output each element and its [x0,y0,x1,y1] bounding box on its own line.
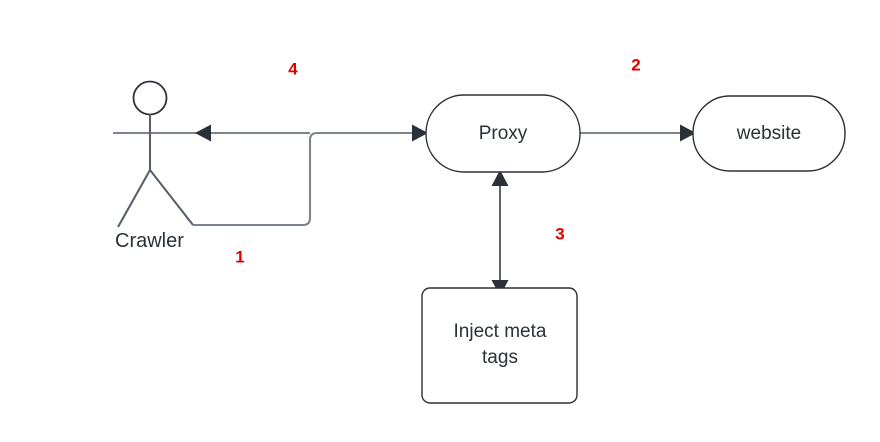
crawler-right-leg-icon [149,169,194,226]
step-number-1: 1 [235,247,244,266]
inject-meta-tags-label-line1: Inject meta [454,321,547,342]
step-number-4: 4 [288,59,298,78]
node-inject-meta-tags[interactable]: Inject meta tags [421,287,578,404]
node-website[interactable]: website [692,95,846,172]
crawler-left-leg-icon [117,169,151,228]
edge-proxy-to-crawler [113,124,310,142]
crawler-label: Crawler [115,230,184,252]
step-number-2: 2 [631,55,640,74]
inject-meta-tags-label-line2: tags [482,347,518,368]
edge-4-arrowhead [195,124,211,142]
node-proxy[interactable]: Proxy [425,94,581,173]
crawler-head-icon [132,80,168,116]
edge-3-arrowhead-up [491,170,509,186]
website-label: website [736,123,801,144]
node-crawler[interactable]: Crawler [115,80,194,253]
edge-2-arrowhead [680,124,696,142]
edge-proxy-to-inject [491,170,509,296]
proxy-shape [425,94,581,173]
edge-1-line [193,131,412,227]
proxy-label: Proxy [479,123,528,144]
step-number-3: 3 [555,224,564,243]
edge-proxy-to-website [580,124,696,142]
edge-1-arrowhead [412,124,428,142]
inject-meta-tags-shape [421,287,578,404]
edge-crawler-to-proxy [193,124,428,227]
website-shape [692,95,846,172]
